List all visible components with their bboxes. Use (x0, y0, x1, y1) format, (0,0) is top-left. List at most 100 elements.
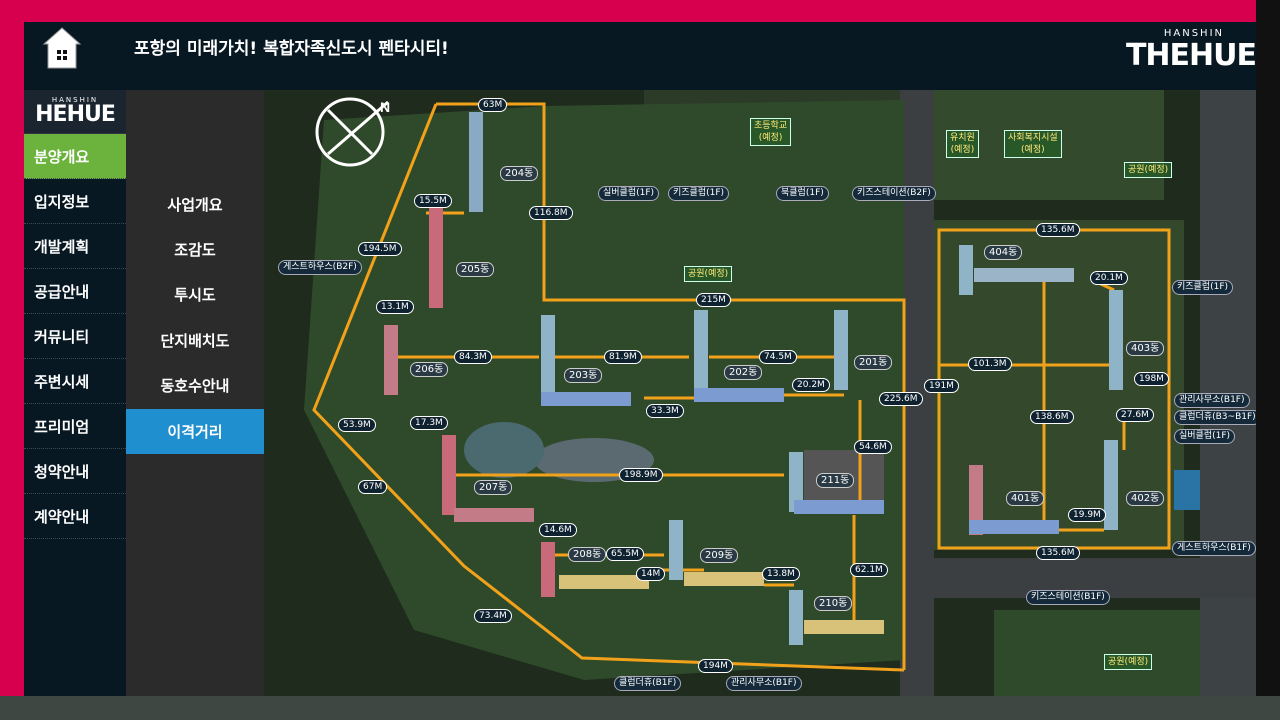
facility-kids: 키즈클럽(1F) (668, 186, 730, 201)
distance-label: 53.9M (338, 418, 376, 432)
park-center: 공원(예정) (684, 266, 733, 282)
facility-guesthouse-w: 게스트하우스(B2F) (278, 260, 362, 275)
distance-label: 13.8M (762, 567, 800, 581)
submenu-item-business[interactable]: 사업개요 (167, 196, 223, 214)
distance-label: 14.6M (539, 523, 577, 537)
distance-label: 20.2M (792, 378, 830, 392)
building-401: 401동 (1006, 491, 1045, 506)
facility-silver-e: 실버클럽(1F) (1174, 429, 1236, 444)
distance-label: 13.1M (376, 300, 414, 314)
distance-label: 215M (696, 293, 731, 307)
building-403: 403동 (1126, 341, 1165, 356)
distance-label: 135.6M (1036, 546, 1080, 560)
park-ne: 공원(예정) (1124, 162, 1173, 178)
facility-kidsclub-e: 키즈클럽(1F) (1172, 280, 1234, 295)
welfare-label: 사회복지시설 (예정) (1008, 133, 1058, 155)
brand-sub: HANSHIN (1163, 28, 1224, 39)
building-402: 402동 (1126, 491, 1165, 506)
distance-label: 67M (358, 480, 388, 494)
distance-label: 15.5M (414, 194, 452, 208)
distance-label: 81.9M (604, 350, 642, 364)
sidebar-item-community[interactable]: 커뮤니티 (24, 314, 126, 359)
school-zone: 초등학교 (예정) (750, 118, 792, 146)
building-203: 203동 (564, 368, 603, 383)
sidebar-item-supply[interactable]: 공급안내 (24, 269, 126, 314)
facility-kidsstation: 키즈스테이션(B2F) (852, 186, 936, 201)
building-206: 206동 (410, 362, 449, 377)
distance-label: 54.6M (854, 440, 892, 454)
distance-label: 73.4M (474, 609, 512, 623)
sidebar-item-location[interactable]: 입지정보 (24, 179, 126, 224)
sidebar-item-development[interactable]: 개발계획 (24, 224, 126, 269)
sidebar-item-subscription[interactable]: 청약안내 (24, 449, 126, 494)
submenu-item-siteplan[interactable]: 단지배치도 (160, 332, 230, 350)
distance-label: 17.3M (410, 416, 448, 430)
kinder-zone: 유치원 (예정) (946, 130, 979, 158)
welfare-zone: 사회복지시설 (예정) (1004, 130, 1062, 158)
distance-label: 194.5M (358, 242, 402, 256)
distance-label: 63M (478, 98, 508, 112)
map-background: N (264, 90, 1256, 696)
svg-text:N: N (380, 99, 390, 115)
distance-label: 74.5M (759, 350, 797, 364)
submenu: 사업개요 조감도 투시도 단지배치도 동호수안내 이격거리 (126, 90, 264, 696)
distance-label: 138.6M (1030, 410, 1074, 424)
sidebar-logo-sub: HANSHIN (51, 96, 99, 104)
building-209: 209동 (700, 548, 739, 563)
sidebar-item-overview[interactable]: 분양개요 (24, 134, 126, 179)
building-208: 208동 (568, 547, 607, 562)
facility-clubhouse-e: 클럽더휴(B3~B1F) (1174, 410, 1256, 425)
building-205: 205동 (456, 262, 495, 277)
facility-silver: 실버클럽(1F) (598, 186, 660, 201)
sidebar-item-premium[interactable]: 프리미엄 (24, 404, 126, 449)
page-headline: 포항의 미래가치! 복합자족신도시 펜타시티! (134, 39, 449, 59)
facility-kidsstation-s: 키즈스테이션(B1F) (1026, 590, 1110, 605)
submenu-item-aerial[interactable]: 조감도 (174, 241, 216, 259)
facility-clubhouse-s: 클럽더휴(B1F) (614, 676, 682, 691)
kinder-label: 유치원 (예정) (950, 133, 975, 155)
school-label: 초등학교 (예정) (754, 121, 788, 143)
building-202: 202동 (724, 365, 763, 380)
sidebar-logo-main: HEHUE (35, 102, 116, 127)
frame-top (0, 0, 1280, 22)
home-button[interactable] (42, 26, 82, 70)
building-207: 207동 (474, 480, 513, 495)
distance-label: 20.1M (1090, 271, 1128, 285)
distance-label: 194M (698, 659, 733, 673)
distance-label: 101.3M (968, 357, 1012, 371)
distance-label: 65.5M (606, 547, 644, 561)
submenu-item-unitguide[interactable]: 동호수안내 (160, 377, 230, 395)
distance-label: 62.1M (850, 563, 888, 577)
building-201: 201동 (854, 355, 893, 370)
distance-label: 14M (636, 567, 666, 581)
sidebar-item-prices[interactable]: 주변시세 (24, 359, 126, 404)
facility-guesthouse-e: 게스트하우스(B1F) (1172, 541, 1256, 556)
sidebar: HANSHIN HEHUE 분양개요 입지정보 개발계획 공급안내 커뮤니티 주… (24, 90, 126, 696)
facility-book: 북클럽(1F) (776, 186, 829, 201)
park-se: 공원(예정) (1104, 654, 1153, 670)
distance-label: 27.6M (1116, 408, 1154, 422)
distance-label: 135.6M (1036, 223, 1080, 237)
distance-label: 191M (924, 379, 959, 393)
building-204: 204동 (500, 166, 539, 181)
frame-bottom (0, 696, 1280, 720)
distance-label: 33.3M (646, 404, 684, 418)
facility-office-e: 관리사무소(B1F) (1174, 393, 1250, 408)
top-bar: 포항의 미래가치! 복합자족신도시 펜타시티! HANSHIN THEHUE (24, 22, 1257, 90)
submenu-item-distance[interactable]: 이격거리 (126, 409, 264, 454)
compass-icon: N (315, 97, 390, 167)
building-210: 210동 (814, 596, 853, 611)
sidebar-item-contract[interactable]: 계약안내 (24, 494, 126, 539)
distance-label: 225.6M (879, 392, 923, 406)
frame-right (1256, 0, 1280, 720)
brand-logo: HANSHIN THEHUE (1116, 28, 1257, 84)
facility-office-s: 관리사무소(B1F) (726, 676, 802, 691)
frame-left (0, 0, 24, 720)
sidebar-logo: HANSHIN HEHUE (24, 90, 126, 134)
submenu-item-perspective[interactable]: 투시도 (174, 286, 216, 304)
building-211: 211동 (816, 473, 855, 488)
building-404: 404동 (984, 245, 1023, 260)
distance-label: 84.3M (454, 350, 492, 364)
distance-label: 198.9M (619, 468, 663, 482)
distance-label: 116.8M (529, 206, 573, 220)
